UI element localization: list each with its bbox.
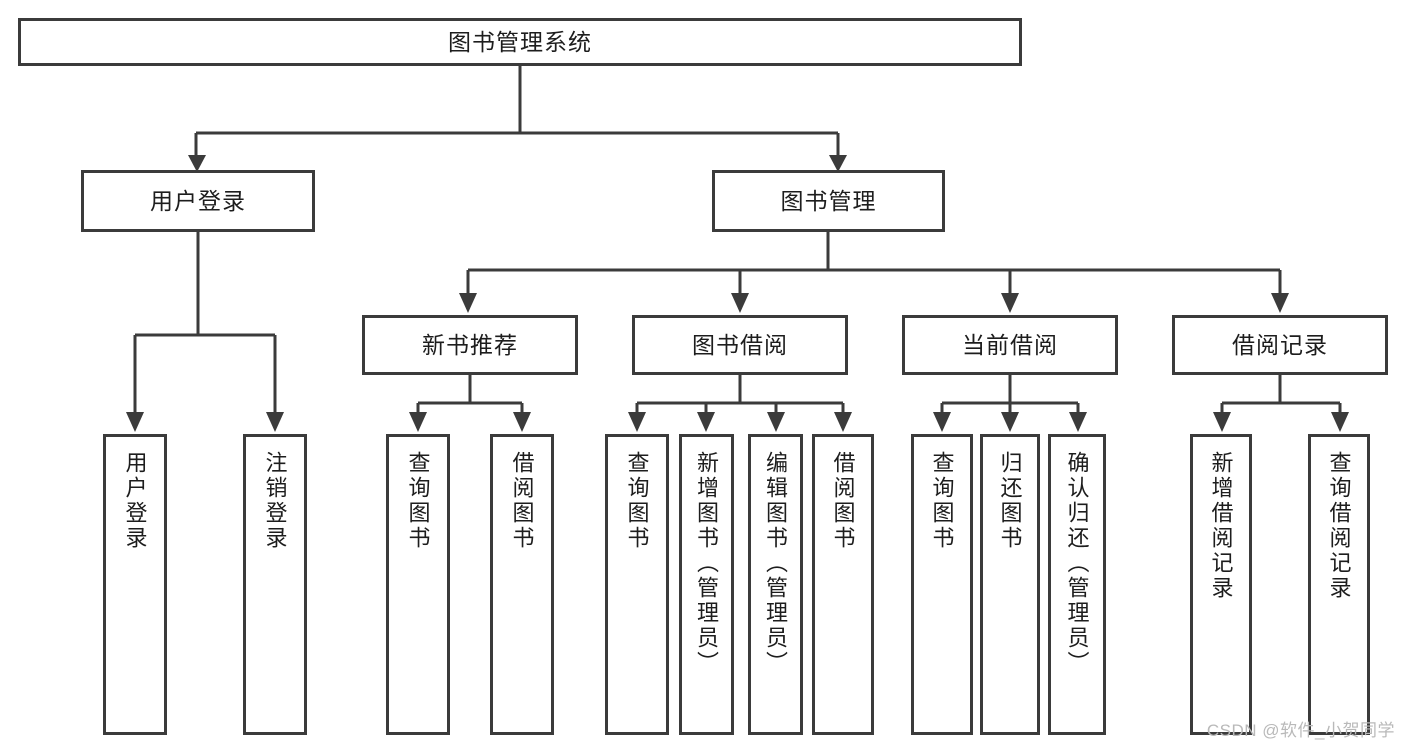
node-current-borrow[interactable]: 当前借阅 [902, 315, 1118, 375]
watermark-text: CSDN @软件_小贺同学 [1206, 721, 1395, 740]
node-leaf-user-login[interactable]: 用户登录 [103, 434, 167, 735]
node-current-borrow-label: 当前借阅 [962, 331, 1058, 358]
node-leaf-query-book-2[interactable]: 查询图书 [605, 434, 669, 735]
node-leaf-query-record[interactable]: 查询借阅记录 [1308, 434, 1370, 735]
node-leaf-borrow-book-2[interactable]: 借阅图书 [812, 434, 874, 735]
node-root[interactable]: 图书管理系统 [18, 18, 1022, 66]
node-leaf-borrow-book-1[interactable]: 借阅图书 [490, 434, 554, 735]
node-leaf-query-book-1-label: 查询图书 [405, 451, 431, 551]
node-leaf-return-book-label: 归还图书 [997, 451, 1023, 551]
node-leaf-query-book-3-label: 查询图书 [929, 451, 955, 551]
node-leaf-query-book-2-label: 查询图书 [624, 451, 650, 551]
node-leaf-add-book[interactable]: 新增图书（管理员） [679, 434, 734, 735]
node-book-management-label: 图书管理 [780, 187, 877, 214]
node-leaf-add-record-label: 新增借阅记录 [1208, 451, 1234, 601]
node-leaf-return-book[interactable]: 归还图书 [980, 434, 1040, 735]
node-leaf-confirm-return-label: 确认归还（管理员） [1064, 451, 1090, 676]
node-root-label: 图书管理系统 [448, 28, 592, 55]
node-user-login[interactable]: 用户登录 [81, 170, 315, 232]
node-leaf-borrow-book-2-label: 借阅图书 [830, 451, 856, 551]
node-user-login-label: 用户登录 [150, 187, 246, 214]
node-book-borrow-label: 图书借阅 [692, 331, 788, 358]
node-leaf-edit-book-label: 编辑图书（管理员） [763, 451, 789, 676]
node-borrow-record[interactable]: 借阅记录 [1172, 315, 1388, 375]
node-leaf-add-record[interactable]: 新增借阅记录 [1190, 434, 1252, 735]
node-leaf-add-book-label: 新增图书（管理员） [694, 451, 720, 676]
node-borrow-record-label: 借阅记录 [1232, 331, 1328, 358]
node-leaf-query-record-label: 查询借阅记录 [1326, 451, 1352, 601]
node-leaf-query-book-3[interactable]: 查询图书 [911, 434, 973, 735]
node-leaf-borrow-book-1-label: 借阅图书 [509, 451, 535, 551]
node-leaf-logout-login-label: 注销登录 [262, 451, 288, 551]
node-new-book-recommend[interactable]: 新书推荐 [362, 315, 578, 375]
node-leaf-confirm-return[interactable]: 确认归还（管理员） [1048, 434, 1106, 735]
node-leaf-query-book-1[interactable]: 查询图书 [386, 434, 450, 735]
node-leaf-edit-book[interactable]: 编辑图书（管理员） [748, 434, 803, 735]
node-book-borrow[interactable]: 图书借阅 [632, 315, 848, 375]
node-leaf-user-login-label: 用户登录 [122, 451, 148, 551]
node-new-book-recommend-label: 新书推荐 [422, 331, 518, 358]
node-book-management[interactable]: 图书管理 [712, 170, 945, 232]
node-leaf-logout-login[interactable]: 注销登录 [243, 434, 307, 735]
